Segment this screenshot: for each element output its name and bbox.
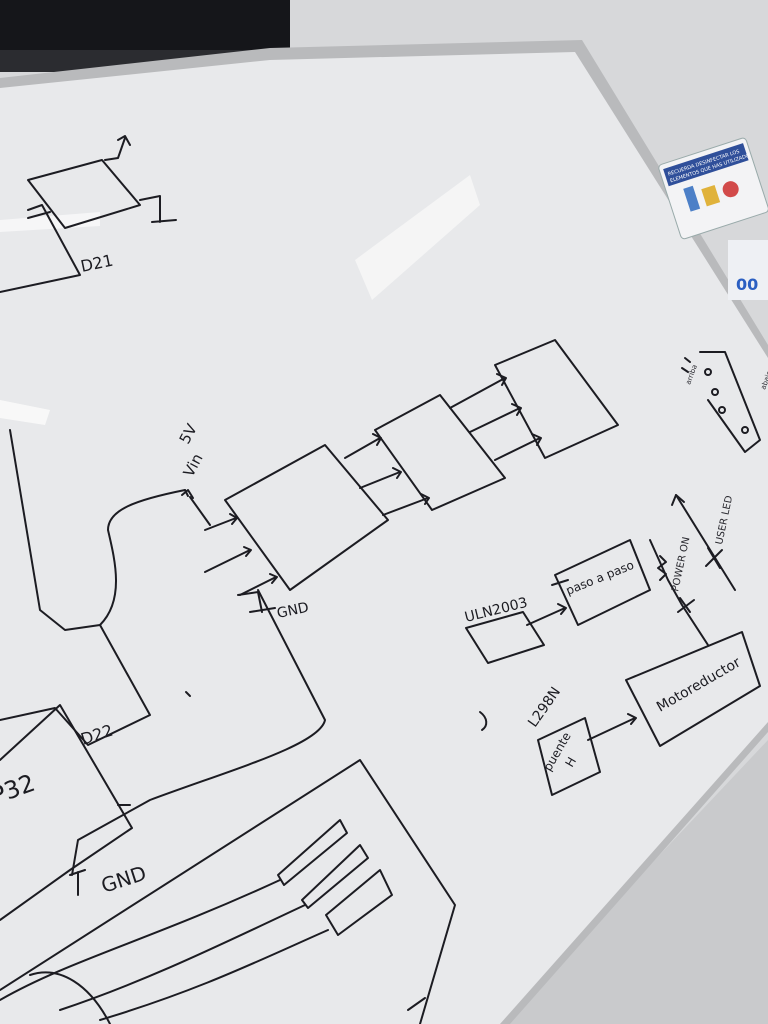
wire-d21: [0, 204, 81, 293]
label-gnd-small: GND: [276, 600, 311, 622]
breadboard-box: [0, 759, 456, 1024]
ground-top-left: [139, 195, 177, 223]
controller-block: [224, 444, 389, 591]
small-right-node-4: [741, 426, 749, 434]
driver-block: [374, 394, 506, 511]
uln2003-block: [465, 611, 545, 664]
mark-1: [185, 691, 191, 697]
controller-in-1: [204, 513, 238, 531]
block-top-left: [27, 159, 141, 229]
conn-1: [344, 433, 382, 459]
conn-stepper-in: [551, 579, 569, 586]
esp32-wire-up: [99, 489, 186, 626]
second-sticker: [728, 240, 768, 300]
controller-in-3: [239, 573, 278, 596]
motoreductor-block: [625, 631, 761, 747]
wire-bb-1: [0, 879, 281, 1001]
component-2: [301, 844, 369, 909]
conn-uln-stepper: [526, 603, 567, 626]
power-on-line: [649, 539, 709, 646]
esp32-outline: [0, 429, 151, 746]
wire-vin-down: [189, 496, 211, 526]
component-1: [277, 819, 348, 886]
glare-left: [0, 400, 50, 425]
conn-4: [449, 373, 507, 409]
user-led-led: [705, 547, 723, 569]
wire-bb-3: [99, 929, 329, 1021]
gnd-symbol-large: [69, 869, 86, 896]
resistor-zigzag: [657, 555, 667, 581]
small-right-node-2: [711, 388, 719, 396]
arrow-up-out: [104, 135, 131, 161]
conn-puente-motor: [587, 713, 637, 741]
conn-3: [382, 493, 430, 516]
wire-large-loop: [71, 589, 326, 876]
monitor: [0, 0, 290, 55]
led-symbol: [677, 597, 695, 613]
conn-5: [469, 403, 522, 433]
glare-left-2: [0, 212, 100, 232]
mark-2: [479, 711, 488, 731]
second-sticker-text: 00: [736, 275, 758, 294]
stepper-block: [554, 539, 651, 626]
user-led-line: [675, 494, 736, 591]
user-led-arrow: [671, 494, 685, 506]
conn-2: [359, 467, 402, 489]
whiteboard-surface: [0, 52, 768, 1024]
bottom-circle: [29, 971, 111, 1024]
cleaning-icon: [683, 181, 739, 212]
ink-drawings: [0, 135, 761, 1024]
component-3: [325, 869, 393, 936]
label-note-abajo: abajo: [759, 370, 768, 391]
puente-h-block: [537, 717, 601, 796]
controller-in-2: [204, 546, 252, 573]
arrow-vin: [181, 489, 194, 499]
glare: [355, 175, 480, 300]
mark-3: [407, 997, 426, 1011]
motor-block: [494, 339, 619, 459]
small-right-node-3: [718, 406, 726, 414]
conn-6: [494, 433, 542, 461]
small-right-node-1: [704, 368, 712, 376]
small-right-tick: [681, 357, 691, 373]
wire-top-left-2: [27, 211, 51, 219]
esp32-inner: [0, 704, 133, 921]
small-right-block: [699, 351, 761, 453]
